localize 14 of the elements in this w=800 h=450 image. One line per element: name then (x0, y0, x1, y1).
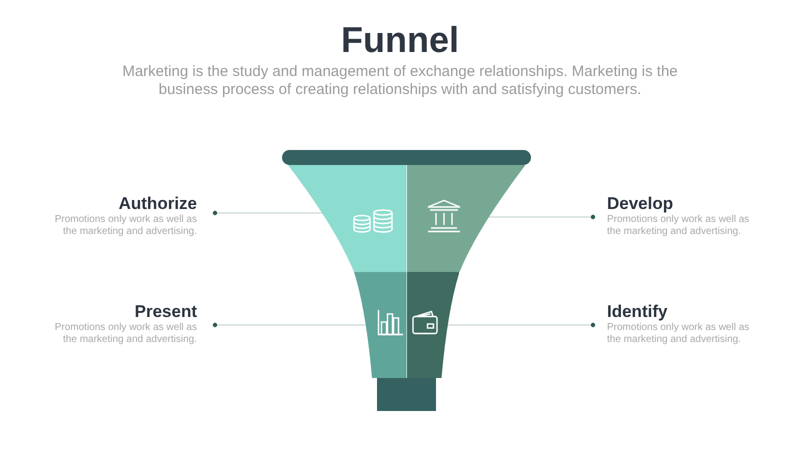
step-description: Promotions only work as well as the marketing and advertising. (607, 214, 750, 238)
title: Funnel (341, 20, 459, 60)
step-description: Promotions only work as well as the marketing and advertising. (54, 322, 197, 346)
step-description: Promotions only work as well as the marketing and advertising. (54, 214, 197, 238)
step-heading: Authorize (118, 194, 197, 214)
leader-line (488, 214, 596, 220)
step-description: Promotions only work as well as the marketing and advertising. (607, 322, 750, 346)
leader-line (446, 322, 596, 328)
step-heading: Develop (607, 194, 674, 214)
leader-line (212, 322, 366, 328)
leader-line (212, 210, 323, 216)
step-heading: Present (134, 302, 197, 322)
subtitle: Marketing is the study and management of exchange relationships. Marketing is the business process of creating relationships with and satisfying customers. (121, 63, 679, 99)
step-heading: Identify (607, 302, 668, 322)
